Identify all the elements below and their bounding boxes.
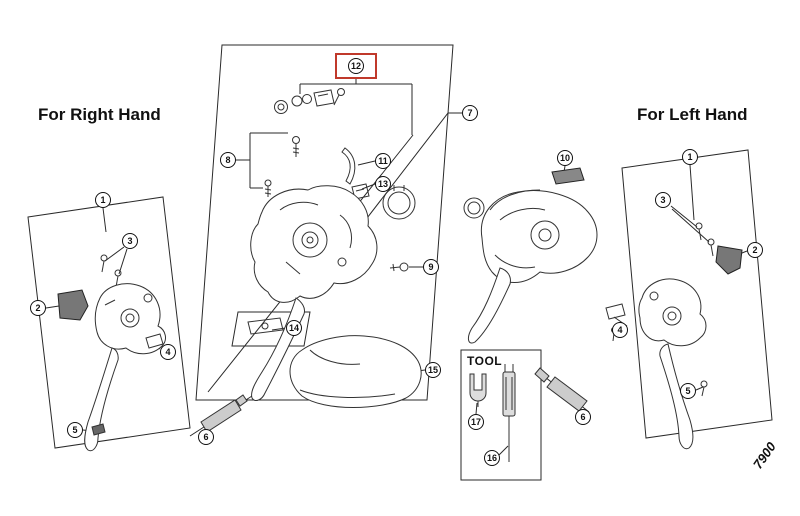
callout-15[interactable]: 15 — [425, 362, 441, 378]
callout-16-tool[interactable]: 16 — [484, 450, 500, 466]
callout-5-left-hand[interactable]: 5 — [680, 383, 696, 399]
release-lever-plate — [341, 147, 356, 185]
tool-label: TOOL — [467, 354, 503, 368]
bracket-cover — [715, 245, 743, 275]
barrel-adjuster — [546, 376, 588, 412]
bracket-cover — [57, 289, 89, 321]
fork-tool — [469, 373, 487, 402]
callout-9[interactable]: 9 — [423, 259, 439, 275]
cover-part-10 — [551, 167, 585, 185]
callout-14[interactable]: 14 — [286, 320, 302, 336]
callout-5-right-hand[interactable]: 5 — [67, 422, 83, 438]
name-plate — [247, 317, 284, 335]
right-hand-lever-drawing — [57, 254, 248, 452]
highlight-box-callout-12 — [335, 53, 377, 79]
barrel-adjuster — [200, 399, 242, 433]
clamp-band — [382, 185, 416, 220]
callout-1-left-hand[interactable]: 1 — [682, 149, 698, 165]
callout-1-right-hand[interactable]: 1 — [95, 192, 111, 208]
callout-11[interactable]: 11 — [375, 153, 391, 169]
name-plate-box — [231, 311, 311, 347]
center-exploded-box — [195, 44, 454, 401]
assembled-unit-drawing — [463, 167, 598, 344]
tool-box-outline — [460, 349, 542, 481]
assembly-boxes — [27, 44, 773, 481]
callout-17-tool[interactable]: 17 — [468, 414, 484, 430]
callout-13[interactable]: 13 — [375, 176, 391, 192]
callout-7[interactable]: 7 — [462, 105, 478, 121]
callout-3-left-hand[interactable]: 3 — [655, 192, 671, 208]
left-hand-lever-drawing — [534, 222, 743, 450]
right-hand-title: For Right Hand — [38, 105, 161, 124]
left-hand-box — [621, 149, 773, 439]
shifter-body — [250, 185, 378, 303]
center-assembly-drawing — [247, 88, 422, 408]
callout-6-left-hand[interactable]: 6 — [575, 409, 591, 425]
callout-4-left-hand[interactable]: 4 — [612, 322, 628, 338]
right-hand-box — [27, 196, 191, 449]
callout-6-right-hand[interactable]: 6 — [198, 429, 214, 445]
bracket-hood — [289, 335, 422, 408]
callout-4-right-hand[interactable]: 4 — [160, 344, 176, 360]
tool-drawings — [469, 364, 516, 462]
left-hand-title: For Left Hand — [637, 105, 748, 124]
callout-12[interactable]: 12 — [348, 58, 364, 74]
callout-10[interactable]: 10 — [557, 150, 573, 166]
callout-8[interactable]: 8 — [220, 152, 236, 168]
callout-2-right-hand[interactable]: 2 — [30, 300, 46, 316]
callout-2-left-hand[interactable]: 2 — [747, 242, 763, 258]
pen-tool — [502, 371, 516, 417]
callout-3-right-hand[interactable]: 3 — [122, 233, 138, 249]
